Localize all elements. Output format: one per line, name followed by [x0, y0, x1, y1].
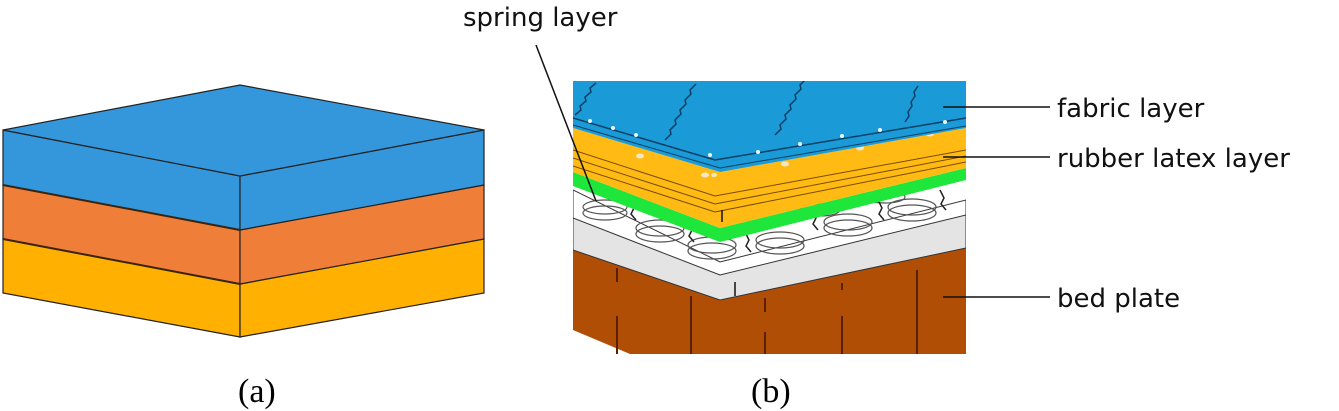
fabric-dots: [588, 119, 947, 157]
label-rubber-latex-layer: rubber latex layer: [1057, 144, 1290, 174]
caption-b: (b): [751, 373, 791, 410]
fabric-stitches: [574, 81, 919, 141]
fabric-layer-shape: [573, 81, 966, 172]
layer-seam: [2, 238, 241, 285]
panel-a-block: [2, 84, 485, 338]
label-fabric-layer: fabric layer: [1057, 94, 1205, 124]
leader-spring: [535, 44, 597, 202]
bed-plate-seams: [616, 268, 918, 354]
spring-coils: [582, 190, 937, 260]
rubber-latex-layer-shape: [573, 128, 966, 228]
label-spring-layer: spring layer: [463, 3, 618, 33]
leader-lines: [535, 44, 1050, 298]
panel-b-illustration: [573, 81, 966, 354]
top-layer-top-face: [2, 84, 485, 177]
fabric-edge: [573, 124, 966, 169]
layer-seam: [2, 184, 241, 231]
green-layer: [573, 168, 966, 242]
fabric-edge: [573, 117, 966, 161]
spring-layer-shape: [573, 189, 966, 276]
bed-plate-shape: [573, 248, 966, 354]
label-bed-plate: bed plate: [1057, 284, 1180, 314]
latex-lines: [573, 149, 966, 213]
caption-a: (a): [238, 373, 276, 410]
